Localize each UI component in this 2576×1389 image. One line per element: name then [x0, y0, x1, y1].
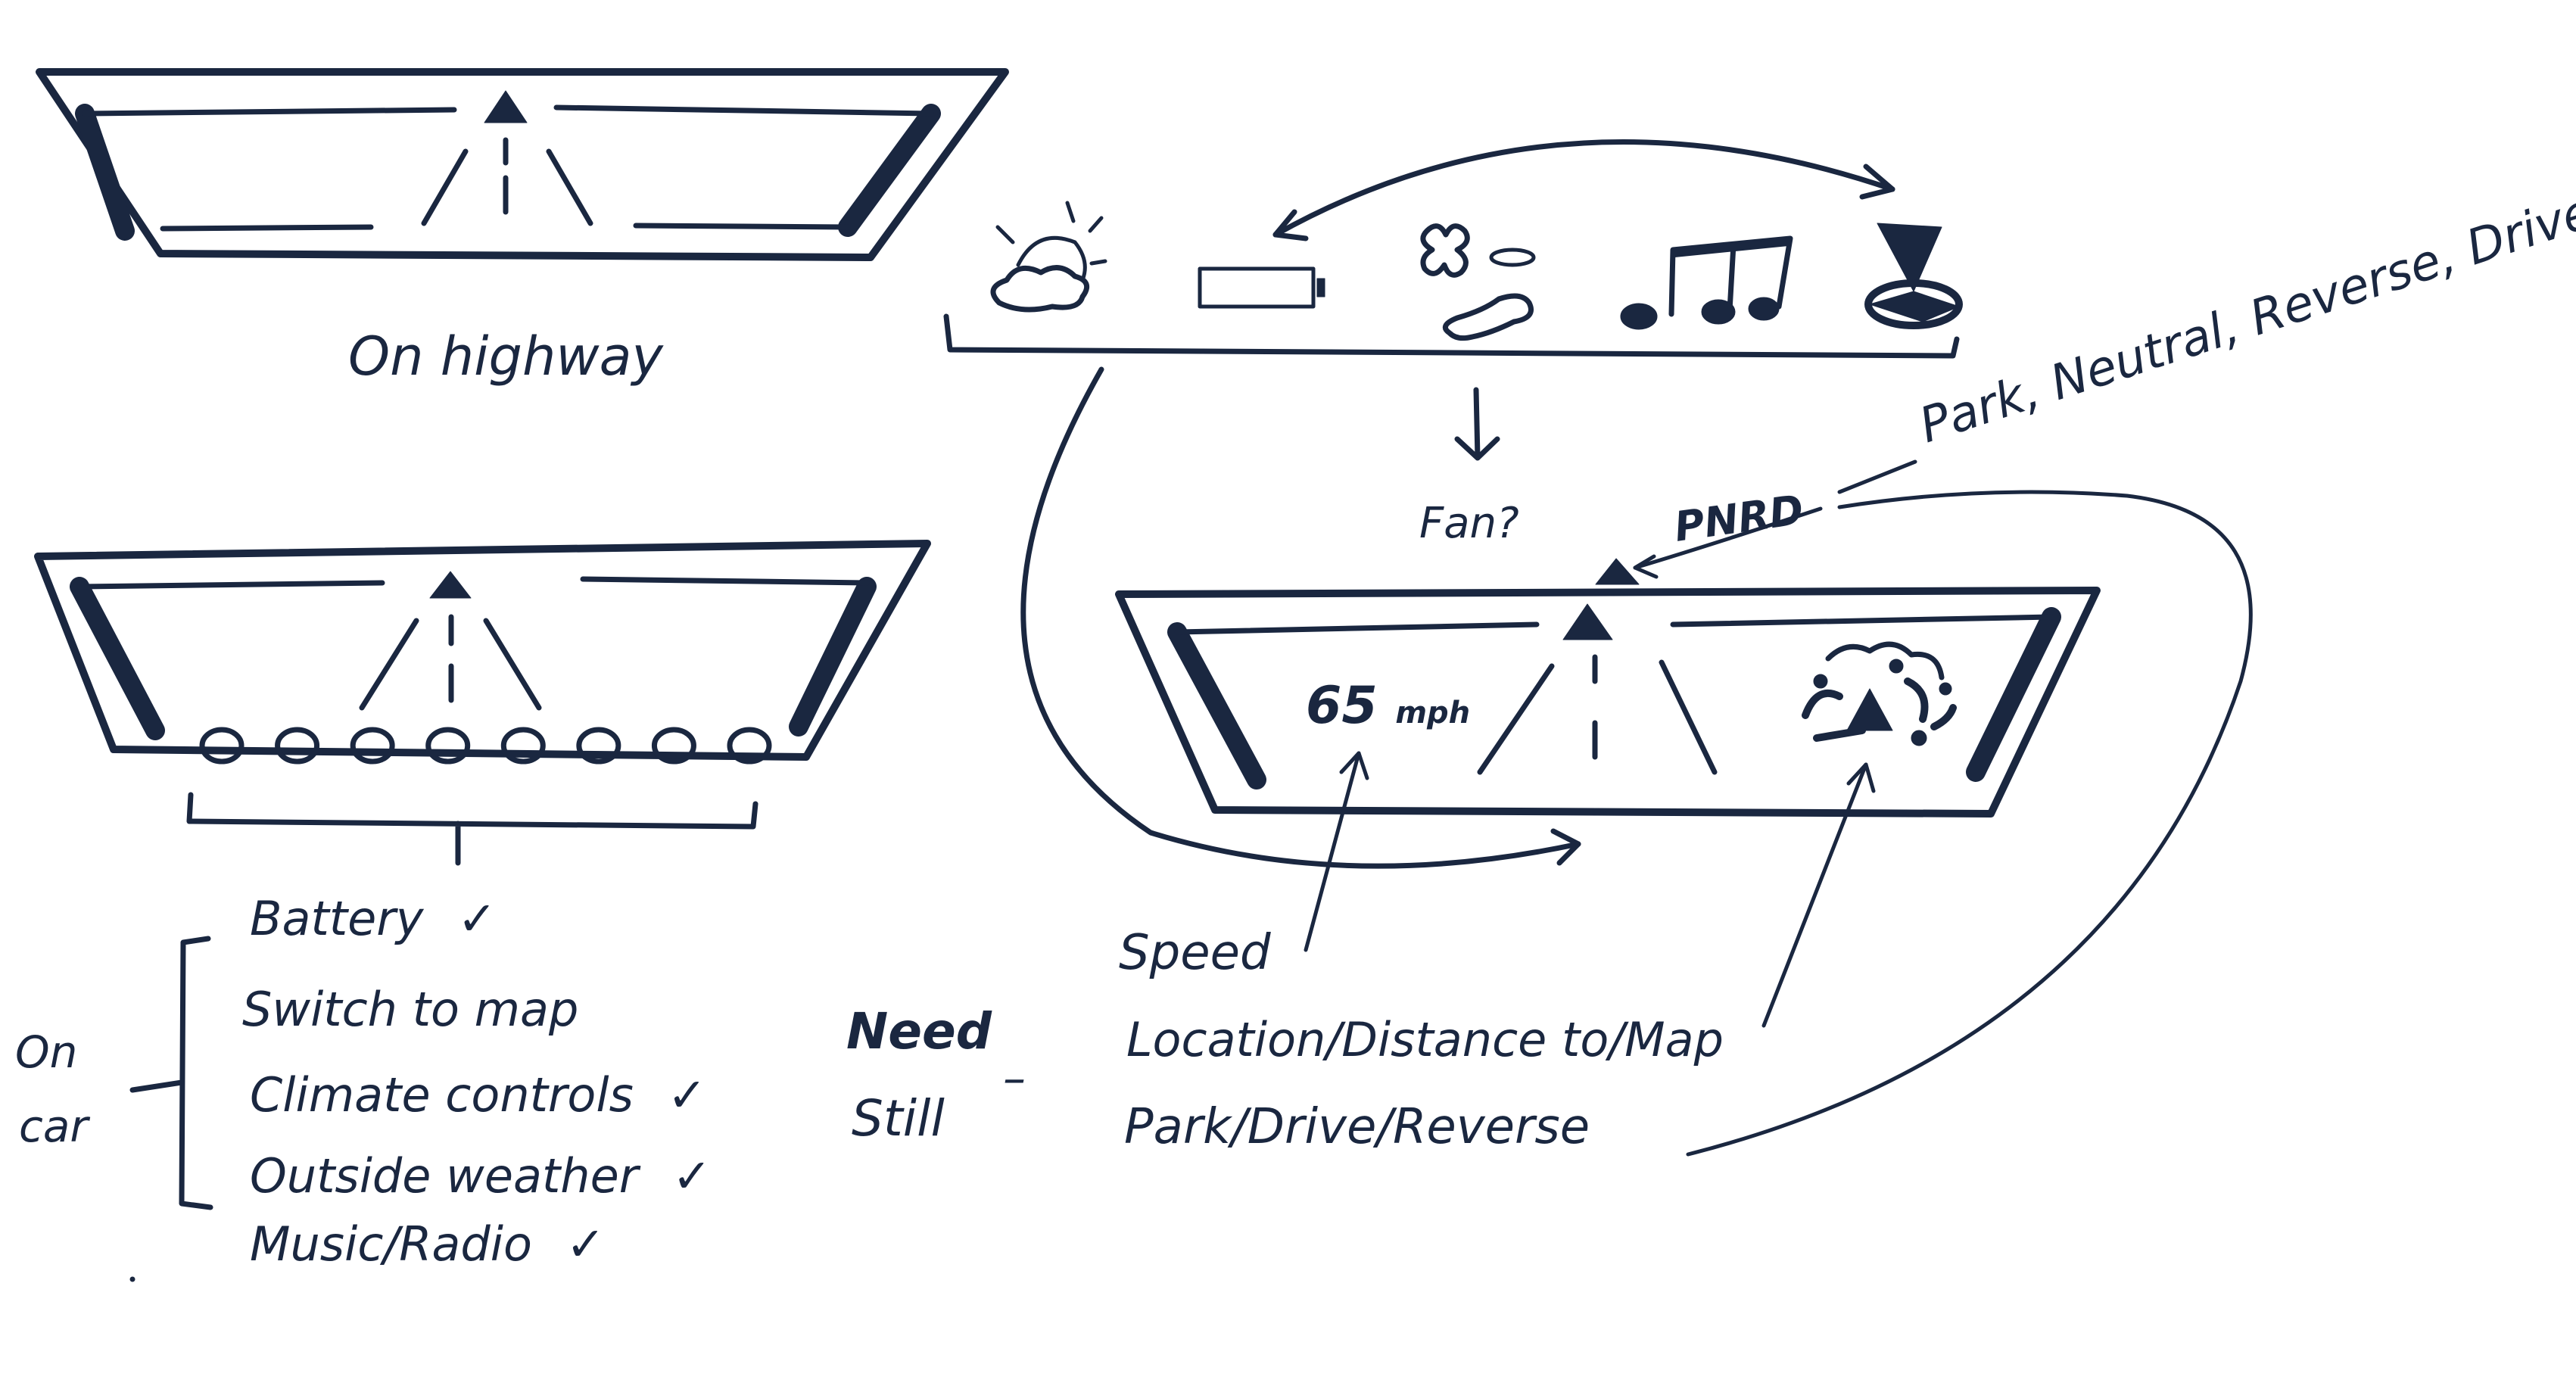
navigation-arrow-icon — [429, 571, 472, 599]
flow-arrow-iconbar-to-dashboard — [1020, 366, 1581, 869]
left-pillar — [70, 577, 165, 740]
group-label-on: On — [15, 1026, 77, 1078]
need-still-item: Speed — [1119, 925, 1271, 981]
feature-item: Music/Radio ✓ — [250, 1216, 606, 1272]
navigation-arrow-icon — [1562, 603, 1613, 640]
need-still-heading-need: Need — [846, 1002, 992, 1060]
map-pointer-arrowhead — [1846, 762, 1876, 793]
dashboard-button — [500, 727, 546, 765]
feature-label: Battery — [250, 891, 425, 946]
buttons-bracket — [186, 792, 758, 866]
road-right-edge — [1659, 659, 1718, 775]
ink-dot — [129, 1276, 135, 1282]
dashboard-button — [576, 727, 621, 765]
need-still-list: Speed Location/Distance to/Map Park/Driv… — [1119, 925, 1724, 1155]
full-dashboard-sketch: 65 mph — [1115, 558, 2101, 818]
right-pillar — [789, 577, 877, 737]
speed-pointer-arrow — [1304, 751, 1361, 952]
dashboard-button — [199, 727, 245, 765]
speed-unit: mph — [1395, 696, 1470, 730]
map-thumbnail-icon — [1802, 641, 1957, 746]
left-pillar — [1167, 622, 1266, 789]
weather-sun-cloud-icon — [990, 201, 1107, 313]
road-left-edge — [359, 618, 419, 711]
right-pillar — [838, 104, 941, 237]
top-right-line — [1670, 614, 2054, 628]
fan-icon — [1420, 223, 1536, 341]
top-left-line — [1174, 621, 1540, 635]
navigation-pin-icon — [1864, 223, 1963, 329]
feature-list: Battery ✓ Switch to map Climate controls… — [242, 891, 712, 1272]
right-pillar — [1966, 607, 2061, 782]
flow-arrowhead — [1550, 828, 1581, 866]
icon-bar-sketch — [943, 201, 1963, 359]
park-drive-loop — [1686, 490, 2253, 1157]
gear-indicator-arrow — [1595, 558, 1640, 585]
speed-value: 65 — [1306, 676, 1378, 736]
pnrd-arrowhead — [1633, 554, 1659, 579]
speed-pointer-arrowhead — [1339, 751, 1369, 780]
icon-bar-bracket — [943, 313, 1960, 359]
music-note-icon — [1620, 235, 1793, 330]
feature-check: ✓ — [668, 1067, 707, 1123]
dashboard-button-row — [199, 727, 772, 765]
top-left-line — [82, 107, 457, 117]
feature-check: ✓ — [457, 891, 497, 946]
road-right-edge — [483, 618, 542, 711]
down-arrow — [1454, 387, 1500, 461]
feature-check: ✓ — [672, 1148, 712, 1204]
car-dashboard-sketch — [34, 540, 931, 866]
dashboard-button — [727, 727, 772, 765]
road-left-edge — [1477, 663, 1555, 775]
road-right-edge — [546, 148, 593, 226]
dashboard-outline — [1115, 587, 2101, 818]
feature-label: Music/Radio — [250, 1216, 532, 1272]
dashboard-button — [425, 727, 471, 765]
dashboard-button — [350, 727, 395, 765]
feature-label: Outside weather — [250, 1148, 641, 1204]
speed-readout: 65 mph — [1306, 676, 1470, 736]
group-label-car: car — [19, 1101, 90, 1152]
top-left-line — [76, 580, 385, 590]
dashboard-button — [651, 727, 696, 765]
feature-list-brace — [129, 936, 213, 1210]
cycle-arrowhead-left — [1272, 209, 1309, 241]
gear-expansion-note: Park, Neutral, Reverse, Drive — [1913, 183, 2576, 454]
map-pointer-arrow — [1761, 762, 1868, 1028]
need-still-heading-still: Still — [852, 1089, 945, 1148]
fan-question-note: Fan? — [1419, 499, 1519, 548]
cycle-arrow — [1272, 139, 1895, 238]
feature-item: Climate controls ✓ — [250, 1067, 707, 1123]
need-still-item: Park/Drive/Reverse — [1124, 1099, 1590, 1155]
left-pillar — [75, 104, 135, 241]
dashboard-button — [275, 727, 320, 765]
bottom-right-line — [633, 223, 851, 230]
navigation-arrow-icon — [484, 90, 528, 123]
top-right-line — [553, 104, 934, 117]
feature-check: ✓ — [566, 1216, 606, 1272]
top-right-line — [580, 576, 870, 586]
feature-label: Climate controls — [250, 1067, 634, 1123]
need-still-item: Location/Distance to/Map — [1126, 1012, 1724, 1067]
feature-item: Outside weather ✓ — [250, 1148, 712, 1204]
gear-note-connector — [1837, 459, 1917, 494]
feature-label: Switch to map — [242, 982, 578, 1037]
pnrd-arrow — [1633, 506, 1823, 570]
battery-icon — [1198, 266, 1325, 309]
bottom-left-line — [160, 224, 374, 232]
map-position-arrow — [1846, 688, 1893, 731]
need-still-dash: – — [1003, 1052, 1026, 1105]
highway-caption: On highway — [348, 325, 664, 388]
highway-dashboard-sketch — [36, 68, 1009, 261]
feature-item: Battery ✓ — [250, 891, 497, 946]
dashboard-outline — [34, 540, 931, 761]
feature-item: Switch to map — [242, 982, 578, 1037]
road-left-edge — [421, 148, 469, 226]
cycle-arrowhead-right — [1859, 164, 1895, 200]
